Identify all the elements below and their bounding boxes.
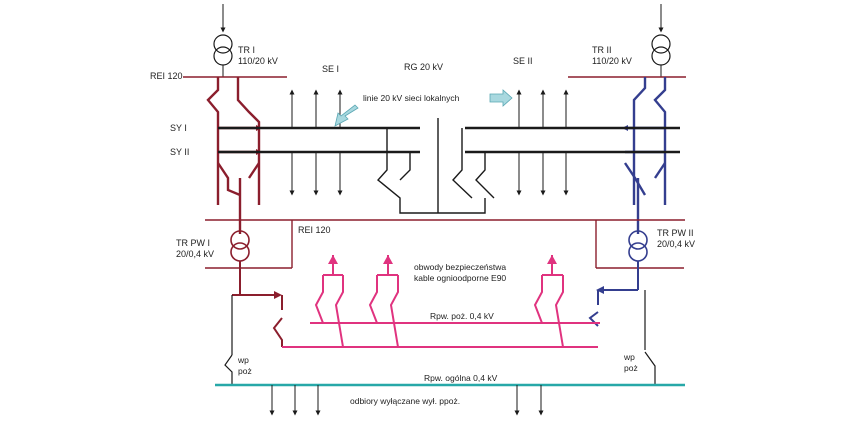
poz1-label: poż bbox=[238, 366, 252, 376]
trpw1-transformer-icon bbox=[230, 230, 250, 262]
trpw2-label: TR PW II bbox=[657, 228, 694, 238]
tr1-voltage-label: 110/20 kV bbox=[238, 56, 278, 66]
rg-label: RG 20 kV bbox=[404, 62, 443, 72]
tr2-transformer-icon bbox=[651, 34, 671, 66]
trpw2-transformer-icon bbox=[628, 230, 648, 262]
trpw2-voltage-label: 20/0,4 kV bbox=[657, 239, 695, 249]
wp1-switch bbox=[224, 354, 233, 385]
local-lines-arrow-right bbox=[489, 89, 513, 107]
right-lv-feed bbox=[588, 286, 638, 327]
se2-label: SE II bbox=[513, 56, 533, 66]
poz2-label: poż bbox=[624, 363, 638, 373]
wp2-label: wp bbox=[623, 352, 635, 362]
sy2-label: SY II bbox=[170, 147, 189, 157]
left-lv-feed bbox=[232, 291, 283, 347]
general-loads-feeders bbox=[269, 385, 544, 416]
trpw1-label: TR PW I bbox=[176, 238, 210, 248]
fire-cables-label: kable ognioodporne E90 bbox=[414, 273, 506, 283]
safety-circuit-1 bbox=[314, 255, 344, 348]
safety-circuits-label: obwody bezpieczeństwa bbox=[414, 262, 506, 272]
tr2-label: TR II bbox=[592, 45, 612, 55]
safety-circuit-2 bbox=[368, 255, 399, 348]
se1-label: SE I bbox=[322, 64, 339, 74]
rei-mid-label: REI 120 bbox=[298, 225, 331, 235]
local-lines-arrow-left bbox=[334, 104, 359, 127]
sy1-label: SY I bbox=[170, 123, 187, 133]
safety-circuit-3 bbox=[533, 255, 564, 348]
se2-feeders bbox=[516, 89, 569, 196]
wp1-label: wp bbox=[237, 355, 249, 365]
tr1-transformer-icon bbox=[213, 34, 233, 66]
trpw1-voltage-label: 20/0,4 kV bbox=[176, 249, 214, 259]
right-train-switchgear bbox=[624, 77, 667, 234]
tr2-voltage-label: 110/20 kV bbox=[592, 56, 632, 66]
left-train-switchgear bbox=[206, 77, 261, 234]
rpw-ogolna-label: Rpw. ogólna 0,4 kV bbox=[424, 373, 498, 383]
wp2-switch bbox=[644, 351, 656, 385]
rei-top-label: REI 120 bbox=[150, 71, 183, 81]
se1-feeders bbox=[289, 89, 343, 196]
disconnected-loads-label: odbiory wyłączane wył. ppoż. bbox=[350, 396, 460, 406]
rpw-poz-label: Rpw. poż. 0,4 kV bbox=[430, 311, 494, 321]
tr1-label: TR I bbox=[238, 45, 255, 55]
local-lines-label: linie 20 kV sieci lokalnych bbox=[363, 93, 460, 103]
rg-bus-coupler bbox=[376, 118, 495, 214]
